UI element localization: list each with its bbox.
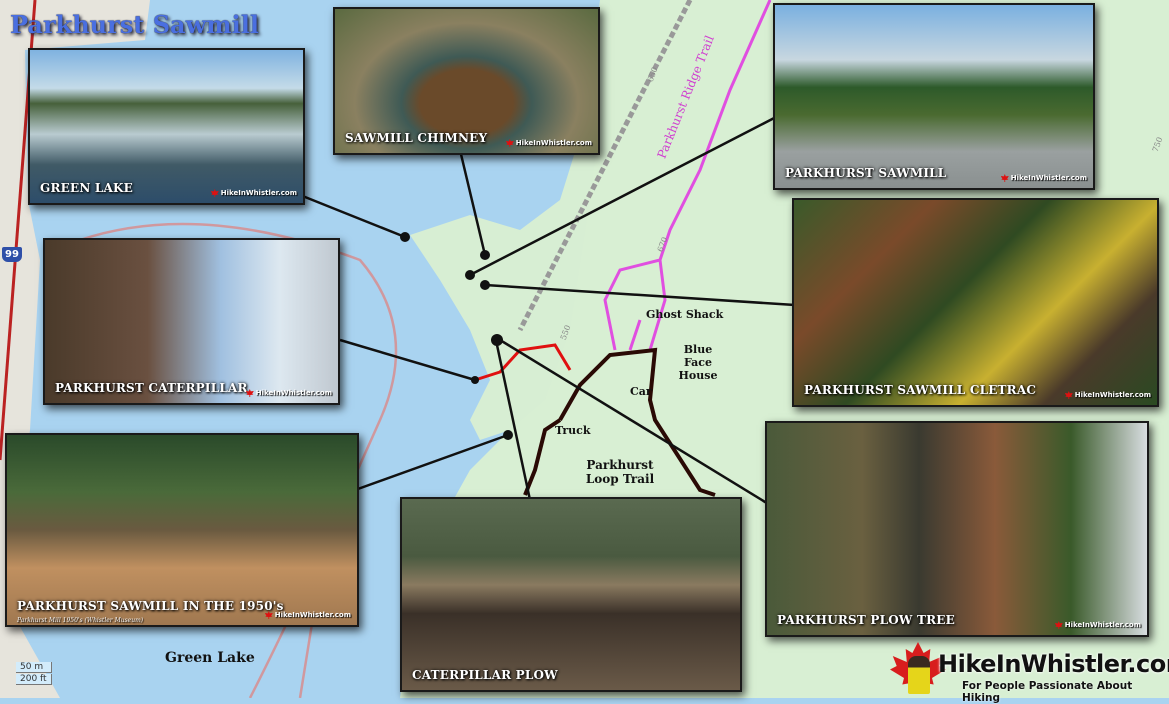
truck-label: Truck: [555, 424, 591, 437]
photo-sawmill-chimney[interactable]: SAWMILL CHIMNEY HikeInWhistler.com: [333, 7, 600, 155]
watermark: HikeInWhistler.com: [1001, 174, 1087, 182]
highway-99-shield: 99: [2, 247, 22, 262]
photo-sawmill-cletrac[interactable]: PARKHURST SAWMILL CLETRAC HikeInWhistler…: [792, 198, 1159, 407]
photo-location-dots[interactable]: [400, 232, 513, 440]
car-label: Car: [630, 385, 652, 398]
scale-metric: 50 m: [16, 662, 52, 673]
watermark: HikeInWhistler.com: [246, 389, 332, 397]
scale-bar: 50 m 200 ft: [16, 662, 52, 686]
photo-caption: PARKHURST CATERPILLAR: [55, 381, 248, 395]
watermark: HikeInWhistler.com: [1055, 621, 1141, 629]
red-trail-line: [474, 343, 572, 382]
blue-face-house-label: Blue Face House: [678, 343, 718, 382]
watermark: HikeInWhistler.com: [1065, 391, 1151, 399]
ridge-trail-line: [603, 0, 772, 351]
photo-sawmill-1950s[interactable]: PARKHURST SAWMILL IN THE 1950's Parkhurs…: [5, 433, 359, 627]
photo-caption: SAWMILL CHIMNEY: [345, 131, 488, 145]
photo-caption: CATERPILLAR PLOW: [412, 668, 558, 682]
loop-trail-label: Parkhurst Loop Trail: [585, 458, 655, 486]
logo-name: HikeInWhistler.com: [938, 650, 1169, 678]
photo-green-lake[interactable]: GREEN LAKE HikeInWhistler.com: [28, 48, 305, 205]
photo-plow-tree[interactable]: PARKHURST PLOW TREE HikeInWhistler.com: [765, 421, 1149, 637]
watermark: HikeInWhistler.com: [211, 189, 297, 197]
connector-lines: [299, 113, 796, 507]
scale-imperial: 200 ft: [16, 674, 52, 685]
logo-tagline: For People Passionate About Hiking: [962, 680, 1133, 704]
hiker-icon: [908, 656, 930, 694]
map-title: Parkhurst Sawmill: [10, 10, 260, 39]
photo-caterpillar-plow[interactable]: CATERPILLAR PLOW: [400, 497, 742, 692]
photo-parkhurst-sawmill[interactable]: PARKHURST SAWMILL HikeInWhistler.com: [773, 3, 1095, 190]
photo-caption: PARKHURST SAWMILL IN THE 1950's: [17, 599, 284, 613]
watermark: HikeInWhistler.com: [506, 139, 592, 147]
ghost-shack-label: Ghost Shack: [646, 308, 724, 321]
watermark: HikeInWhistler.com: [265, 611, 351, 619]
photo-caption: PARKHURST PLOW TREE: [777, 613, 955, 627]
photo-caption: GREEN LAKE: [40, 181, 133, 195]
photo-caption: PARKHURST SAWMILL CLETRAC: [804, 383, 1037, 397]
loop-trail-line: [523, 347, 716, 497]
photo-caption: PARKHURST SAWMILL: [785, 166, 947, 180]
photo-parkhurst-caterpillar[interactable]: PARKHURST CATERPILLAR HikeInWhistler.com: [43, 238, 340, 405]
railway: [517, 0, 693, 332]
photo-credit: Parkhurst Mill 1950's (Whistler Museum): [17, 617, 144, 624]
lake-label: Green Lake: [165, 650, 255, 666]
west-shore-land: [0, 0, 150, 698]
site-logo[interactable]: HikeInWhistler.com For People Passionate…: [890, 642, 1169, 704]
